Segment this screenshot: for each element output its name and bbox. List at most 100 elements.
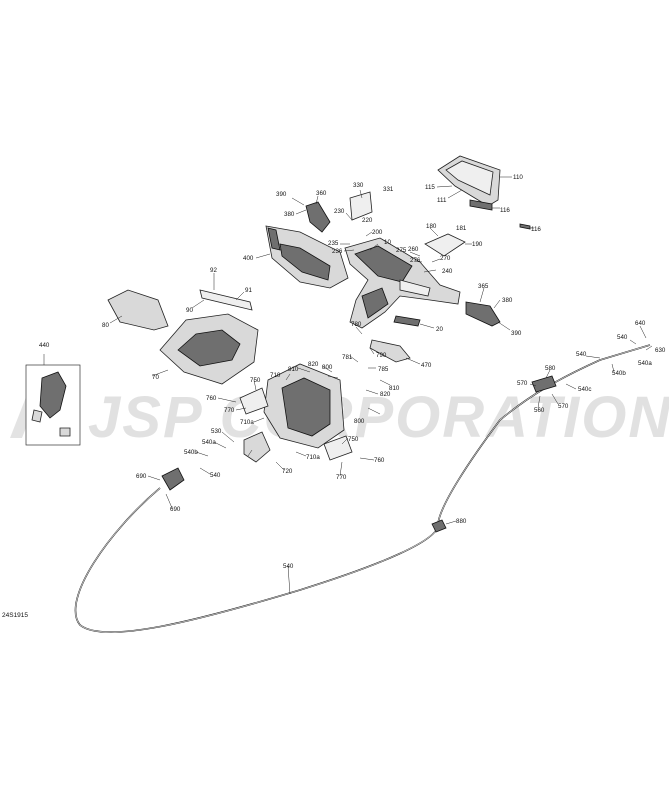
callout-790: 790 — [376, 352, 387, 359]
part-470-shaft — [369, 339, 411, 363]
callout-240: 240 — [442, 268, 453, 275]
part-330-plate — [349, 191, 373, 221]
callout-530: 530 — [211, 428, 222, 435]
part-190-shield — [424, 233, 466, 257]
callout-70: 70 — [152, 374, 159, 381]
callout-690-a: 690 — [136, 473, 147, 480]
part-750-roller-a — [239, 387, 269, 415]
part-10-steering-column — [344, 237, 461, 329]
cable-540 — [74, 344, 651, 633]
callout-116-a: 116 — [500, 207, 510, 214]
callout-710a-a: 710a — [240, 419, 254, 426]
callout-820-a: 820 — [308, 361, 319, 368]
part-116-screw — [519, 223, 531, 230]
callout-710a-b: 710a — [306, 454, 320, 461]
callout-880: 880 — [456, 518, 467, 525]
callout-560: 560 — [534, 407, 545, 414]
callout-540a-a: 540a — [638, 360, 652, 367]
callout-540-b: 540 — [576, 351, 587, 358]
callout-540c: 540c — [578, 386, 591, 393]
part-580-fitting — [531, 375, 557, 393]
callout-540a-b: 540a — [202, 439, 216, 446]
callout-260: 260 — [408, 246, 419, 253]
callout-630: 630 — [655, 347, 666, 354]
callout-330: 330 — [353, 182, 364, 189]
callout-230: 230 — [334, 208, 345, 215]
callout-200: 200 — [372, 229, 383, 236]
figure-reference: 24S1915 — [2, 612, 28, 619]
callout-690-b: 690 — [170, 506, 181, 513]
callout-331: 331 — [383, 186, 394, 193]
part-880-clip — [431, 519, 447, 533]
callout-220: 220 — [362, 217, 373, 224]
callout-781: 781 — [342, 354, 353, 361]
callout-labels: 110 115 111 116 116 330 331 390 360 380 … — [39, 174, 666, 570]
leader-lines — [43, 176, 653, 595]
callout-276: 276 — [410, 257, 421, 264]
callout-810-a: 810 — [288, 366, 299, 373]
callout-390-b: 390 — [511, 330, 522, 337]
callout-760-b: 760 — [374, 457, 385, 464]
callout-640: 640 — [635, 320, 646, 327]
callout-760-a: 760 — [206, 395, 217, 402]
part-530-connector — [161, 467, 185, 491]
part-80-panel — [107, 289, 169, 331]
callout-580: 580 — [545, 365, 556, 372]
callout-750-a: 750 — [250, 377, 261, 384]
callout-92: 92 — [210, 267, 217, 274]
callout-380-a: 380 — [284, 211, 295, 218]
callout-275: 275 — [396, 247, 407, 254]
callout-440: 440 — [39, 342, 50, 349]
part-440-detail-box — [25, 364, 81, 446]
callout-111: 111 — [437, 197, 447, 204]
callout-400: 400 — [243, 255, 254, 262]
callout-116-b: 116 — [531, 226, 541, 233]
callout-110: 110 — [513, 174, 523, 181]
callout-80: 80 — [102, 322, 109, 329]
callout-91: 91 — [245, 287, 252, 294]
callout-540-a: 540 — [617, 334, 628, 341]
callout-540-d: 540 — [210, 472, 221, 479]
part-750-roller-b — [323, 435, 353, 461]
callout-785: 785 — [378, 366, 389, 373]
callout-770-a: 770 — [224, 407, 235, 414]
callout-750-b: 750 — [348, 436, 359, 443]
callout-10: 10 — [384, 239, 391, 246]
callout-540b-b: 540b — [612, 370, 626, 377]
callout-720: 720 — [282, 468, 293, 475]
part-365-grip — [465, 301, 501, 327]
callout-780: 780 — [351, 321, 362, 328]
callout-380-b: 380 — [502, 297, 513, 304]
callout-20: 20 — [436, 326, 443, 333]
part-710-throttle-body — [263, 363, 345, 449]
callout-800-b: 800 — [354, 418, 365, 425]
part-720-bracket — [243, 431, 271, 463]
callout-115: 115 — [425, 184, 435, 191]
callout-90: 90 — [186, 307, 193, 314]
part-400-shroud — [265, 225, 349, 289]
callout-270: 270 — [440, 255, 451, 262]
callout-570-b: 570 — [558, 403, 569, 410]
watermark-text: JSP CORPORATION — [88, 385, 669, 450]
part-20-lever — [393, 315, 421, 327]
callout-190: 190 — [472, 241, 483, 248]
callout-570-a: 570 — [517, 380, 528, 387]
callout-800-a: 800 — [322, 364, 333, 371]
part-70-housing — [159, 313, 259, 385]
callout-390-a: 390 — [276, 191, 287, 198]
callout-820-b: 820 — [380, 391, 391, 398]
callout-235: 235 — [328, 240, 339, 247]
callout-710: 710 — [270, 372, 281, 379]
callout-181: 181 — [456, 225, 467, 232]
part-110-cover — [437, 155, 501, 211]
callout-540-e: 540 — [283, 563, 294, 570]
part-92-bracket — [199, 289, 253, 311]
callout-365: 365 — [478, 283, 489, 290]
callout-810-b: 810 — [389, 385, 400, 392]
callout-470: 470 — [421, 362, 432, 369]
callout-540b-a: 540b — [184, 449, 198, 456]
part-360-handle — [305, 201, 331, 233]
callout-360: 360 — [316, 190, 327, 197]
callout-236: 236 — [332, 248, 343, 255]
